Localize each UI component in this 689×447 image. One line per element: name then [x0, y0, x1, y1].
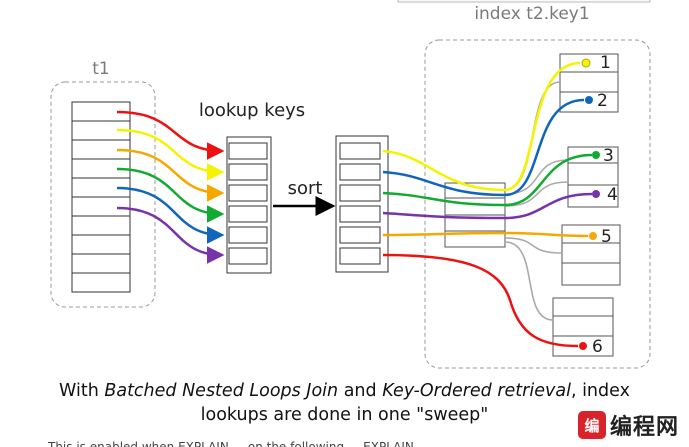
- index-box: [424, 39, 651, 369]
- target-dot-5: [589, 232, 597, 240]
- target-number-5: 5: [601, 227, 612, 247]
- t1-label: t1: [92, 59, 109, 79]
- site-watermark: 编 编程网: [573, 407, 683, 443]
- target-dot-3: [592, 151, 600, 159]
- sort-label: sort: [288, 178, 323, 199]
- target-number-4: 4: [607, 185, 618, 205]
- caption-line-2: lookups are done in one "sweep": [200, 405, 489, 425]
- t1-box: [50, 81, 156, 308]
- lookup-keys-label: lookup keys: [199, 100, 305, 121]
- partial-body-text: This is enabled when EXPLAIN ... on the …: [48, 440, 430, 447]
- sorted-keys-buffer: [335, 135, 389, 273]
- target-dot-2: [585, 96, 593, 104]
- t1-table: [71, 101, 131, 293]
- target-dot-1: [581, 58, 591, 68]
- lookup-keys-buffer: [226, 136, 272, 274]
- top-partial-box: [397, 0, 651, 3]
- caption-line-1: With Batched Nested Loops Join and Key-O…: [59, 381, 630, 401]
- target-number-2: 2: [597, 91, 608, 111]
- lookup-curves: [382, 61, 593, 348]
- target-dot-4: [592, 190, 600, 198]
- t1-to-keys-curves: [116, 110, 225, 264]
- target-number-3: 3: [603, 146, 614, 166]
- watermark-logo-icon: 编: [577, 411, 606, 439]
- index-label: index t2.key1: [474, 4, 589, 24]
- endpoint-dots: [579, 58, 600, 350]
- diagram-caption: With Batched Nested Loops Join and Key-O…: [0, 379, 689, 427]
- watermark-text: 编程网: [609, 415, 679, 440]
- target-number-1: 1: [600, 53, 611, 73]
- target-number-6: 6: [592, 337, 603, 357]
- target-dot-6: [579, 342, 587, 350]
- target-numbers: 1 2 3 4 5 6: [592, 53, 618, 357]
